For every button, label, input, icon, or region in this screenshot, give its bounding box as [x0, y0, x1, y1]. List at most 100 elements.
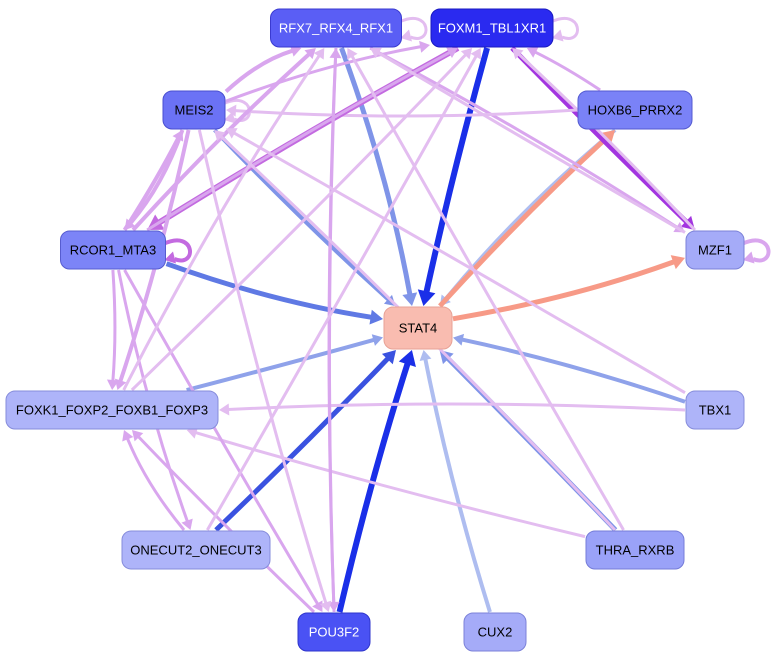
edge	[417, 47, 490, 306]
node-box[interactable]	[162, 90, 226, 130]
edge-arrowhead	[186, 427, 199, 439]
node-box[interactable]	[121, 530, 271, 570]
edge-line	[130, 53, 467, 392]
edge-arrowhead	[319, 600, 332, 612]
edge-line	[461, 337, 686, 404]
node-onecut2_onecut3[interactable]: ONECUT2_ONECUT3	[121, 530, 271, 570]
node-box[interactable]	[270, 8, 402, 48]
edge-arrowhead	[552, 29, 564, 42]
node-rfx7_rfx4_rfx1[interactable]: RFX7_RFX4_RFX1	[270, 8, 402, 48]
edge-line	[534, 50, 601, 92]
edge	[131, 48, 316, 232]
node-pou3f2[interactable]: POU3F2	[297, 612, 371, 652]
edge-arrowhead	[124, 218, 136, 230]
edge	[453, 333, 686, 404]
edge-line-self-loop	[162, 238, 192, 263]
edges-layer	[106, 16, 771, 614]
edge-arrowhead	[329, 48, 342, 59]
node-hoxb6_prrx2[interactable]: HOXB6_PRRX2	[577, 90, 693, 130]
node-box[interactable]	[5, 390, 219, 430]
edge-arrowhead	[743, 251, 755, 264]
edge-line	[186, 337, 375, 392]
node-rcor1_mta3[interactable]: RCOR1_MTA3	[60, 230, 166, 270]
node-box[interactable]	[60, 230, 166, 270]
edge	[132, 430, 316, 614]
node-foxm1_tbl1xr1[interactable]: FOXM1_TBL1XR1	[430, 8, 554, 48]
edge-arrowhead	[106, 379, 119, 390]
edge-arrowhead	[313, 48, 325, 60]
edge-line	[214, 356, 390, 532]
node-box[interactable]	[685, 230, 745, 270]
node-meis2[interactable]: MEIS2	[162, 90, 226, 130]
edge-arrowhead	[226, 128, 238, 139]
edge-arrowhead	[526, 47, 539, 58]
node-cux2[interactable]: CUX2	[463, 612, 527, 652]
node-mzf1[interactable]: MZF1	[685, 230, 745, 270]
edge-arrowhead	[226, 104, 237, 117]
edge-arrowhead	[453, 333, 465, 346]
node-box[interactable]	[297, 612, 371, 652]
edge-line	[197, 129, 328, 604]
edge-line	[452, 259, 676, 322]
edge-line	[224, 48, 294, 93]
edge-arrowhead	[312, 600, 323, 612]
edge	[550, 16, 579, 42]
edge	[226, 128, 686, 395]
edge-arrowhead	[122, 430, 134, 442]
edge	[186, 334, 383, 392]
edge	[398, 16, 428, 42]
edge-arrowhead	[164, 251, 176, 264]
edge-arrowhead	[369, 309, 383, 325]
node-foxk1_foxp2_foxb1_foxp3[interactable]: FOXK1_FOXP2_FOXB1_FOXP3	[5, 390, 219, 430]
edge-line-self-loop	[398, 16, 428, 40]
edge	[336, 350, 416, 613]
node-box[interactable]	[685, 390, 745, 430]
edge-line-self-loop	[550, 16, 579, 40]
edge-arrowhead	[470, 48, 482, 60]
edge-line	[123, 269, 320, 605]
edge-arrowhead	[132, 430, 144, 442]
edge-line	[339, 47, 413, 296]
edge-line	[377, 51, 686, 234]
edge-line	[423, 47, 490, 294]
edge-arrowhead	[512, 48, 524, 60]
node-thra_rxrb[interactable]: THRA_RXRB	[585, 530, 685, 570]
edge	[419, 350, 492, 613]
edge	[186, 427, 586, 539]
edge	[452, 255, 685, 322]
edge-line	[233, 131, 686, 395]
edge-line	[327, 57, 338, 613]
edge-arrowhead	[219, 403, 230, 416]
node-box[interactable]	[463, 612, 527, 652]
node-box[interactable]	[383, 306, 453, 350]
edge-line	[129, 129, 185, 225]
edge-line	[165, 261, 373, 320]
edge-arrowhead	[347, 48, 358, 60]
edge-arrowhead	[600, 130, 616, 144]
edge-arrowhead	[417, 289, 436, 306]
edge	[512, 48, 697, 232]
edge	[370, 47, 686, 234]
edge-line-self-loop	[741, 238, 771, 263]
node-box[interactable]	[577, 90, 693, 130]
edge	[214, 350, 396, 532]
edge-arrowhead	[370, 47, 382, 59]
node-box[interactable]	[430, 8, 554, 48]
node-box[interactable]	[585, 530, 685, 570]
edge-arrowhead	[446, 47, 458, 59]
edge	[165, 261, 383, 325]
edge	[327, 48, 342, 613]
edge	[123, 269, 323, 612]
edge-arrowhead	[290, 45, 302, 57]
node-stat4[interactable]: STAT4	[383, 306, 453, 350]
node-tbx1[interactable]: TBX1	[685, 390, 745, 430]
edge-arrowhead	[214, 130, 226, 142]
edge	[130, 48, 473, 392]
edge-line	[225, 45, 422, 103]
edge-line	[423, 358, 492, 613]
edge-line	[195, 431, 586, 539]
edge	[741, 238, 771, 264]
edge-arrowhead	[460, 48, 473, 60]
